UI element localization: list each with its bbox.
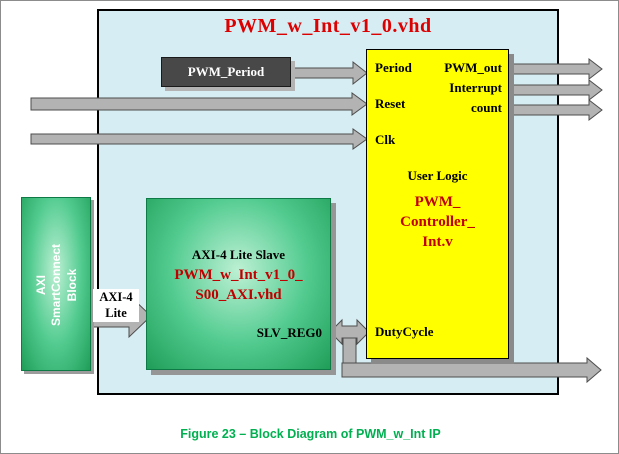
port-period: Period [375,60,412,75]
axi-slave-file-line2: S00_AXI.vhd [195,287,282,303]
pwm-module-line2: Controller_ [400,214,475,230]
port-clk: Clk [375,132,396,147]
count-arrow [506,98,603,122]
pwm-module-name: PWM_ Controller_ Int.v [367,192,508,252]
pwm-out-arrow [506,57,603,81]
figure-caption: Figure 23 – Block Diagram of PWM_w_Int I… [180,427,441,441]
clk-arrow [30,128,368,150]
period-arrow [290,60,368,86]
axi-bus-label: AXI-4 Lite [93,289,139,323]
dutycycle-out-arrow [341,356,602,384]
axi-slave-block: AXI-4 Lite Slave PWM_w_Int_v1_0_ S00_AXI… [146,198,331,370]
port-interrupt: Interrupt [449,80,502,95]
port-pwm-out: PWM_out [444,60,502,75]
slv-reg0-label: SLV_REG0 [256,325,322,340]
axi-bus-label-line2: Lite [105,305,127,320]
pwm-period-box: PWM_Period [161,57,291,87]
axi-slave-file-line1: PWM_w_Int_v1_0_ [174,267,303,283]
port-dutycycle: DutyCycle [375,324,434,339]
pwm-module-line3: Int.v [422,234,453,250]
smartconnect-line3: Block [64,268,79,302]
reset-arrow [30,92,368,116]
pwm-period-label: PWM_Period [187,64,265,79]
axi-bus-label-line1: AXI-4 [99,290,133,304]
diagram-title: PWM_w_Int_v1_0.vhd [224,15,432,37]
axi-slave-heading: AXI-4 Lite Slave [191,247,286,262]
axi-slave-filename: PWM_w_Int_v1_0_ S00_AXI.vhd [147,265,330,305]
port-reset: Reset [375,96,406,111]
port-count: count [470,100,502,115]
interrupt-arrow [506,78,603,102]
axi-smartconnect-block: AXI SmartConnect Block [21,197,91,371]
smartconnect-line2: SmartConnect [49,244,64,327]
pwm-controller-block: Period PWM_out Interrupt count Reset Clk… [366,49,509,359]
user-logic-label: User Logic [407,168,468,183]
smartconnect-line1: AXI [33,275,48,296]
pwm-module-line1: PWM_ [414,194,461,210]
axi-smartconnect-label: AXI SmartConnect Block [22,198,92,372]
